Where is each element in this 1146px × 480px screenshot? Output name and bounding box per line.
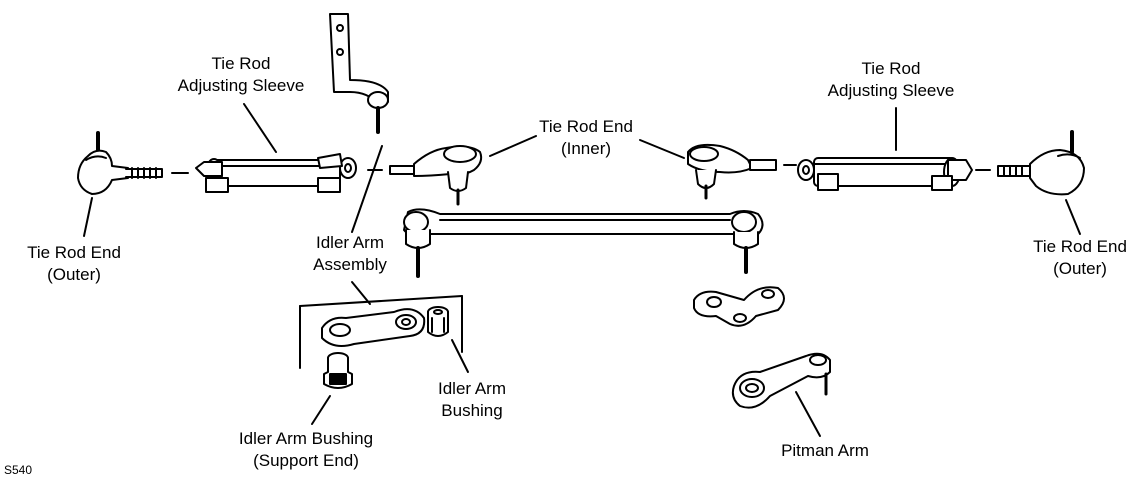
idler-arm-body <box>321 308 426 347</box>
idler-arm-assembly-box <box>299 295 463 369</box>
label-adjusting-sleeve-right: Tie Rod Adjusting Sleeve <box>827 59 955 100</box>
label-tie-rod-end-inner: Tie Rod End (Inner) <box>539 117 633 158</box>
tie-rod-end-inner-left <box>367 145 483 206</box>
figure-code: S540 <box>4 463 33 477</box>
tie-rod-end-inner-right <box>687 143 797 200</box>
leader-outer-left <box>83 197 93 237</box>
tie-rod-end-outer-left <box>77 131 189 195</box>
leader-bushing-support <box>311 395 331 425</box>
label-idler-arm-bushing-support-end: Idler Arm Bushing (Support End) <box>238 429 374 470</box>
label-adjusting-sleeve-left: Tie Rod Adjusting Sleeve <box>177 54 305 95</box>
leader-bushing <box>451 339 469 373</box>
idler-arm <box>693 286 785 327</box>
leader-outer-right <box>1065 199 1081 235</box>
leader-pitman <box>795 391 821 437</box>
leader-assembly-box <box>351 281 371 305</box>
label-idler-arm-assembly: Idler Arm Assembly <box>313 233 387 274</box>
leader-assembly-bracket <box>351 145 383 233</box>
idler-arm-bushing-support-end <box>323 352 353 389</box>
center-link <box>403 208 764 278</box>
label-idler-arm-bushing: Idler Arm Bushing <box>437 379 507 420</box>
adjusting-sleeve-right <box>797 157 991 191</box>
label-tie-rod-end-outer-right: Tie Rod End (Outer) <box>1033 237 1127 278</box>
leader-lines <box>83 103 1081 437</box>
idler-arm-bracket <box>329 13 389 134</box>
label-pitman-arm: Pitman Arm <box>781 441 869 460</box>
label-tie-rod-end-outer-left: Tie Rod End (Outer) <box>27 243 121 284</box>
leader-inner-right <box>639 139 685 159</box>
leader-inner-left <box>489 135 537 157</box>
pitman-arm <box>731 352 831 409</box>
idler-arm-bushing <box>427 306 449 337</box>
leader-adj-sleeve-left <box>243 103 277 153</box>
adjusting-sleeve-left <box>195 153 357 193</box>
tie-rod-end-outer-right <box>997 130 1085 196</box>
